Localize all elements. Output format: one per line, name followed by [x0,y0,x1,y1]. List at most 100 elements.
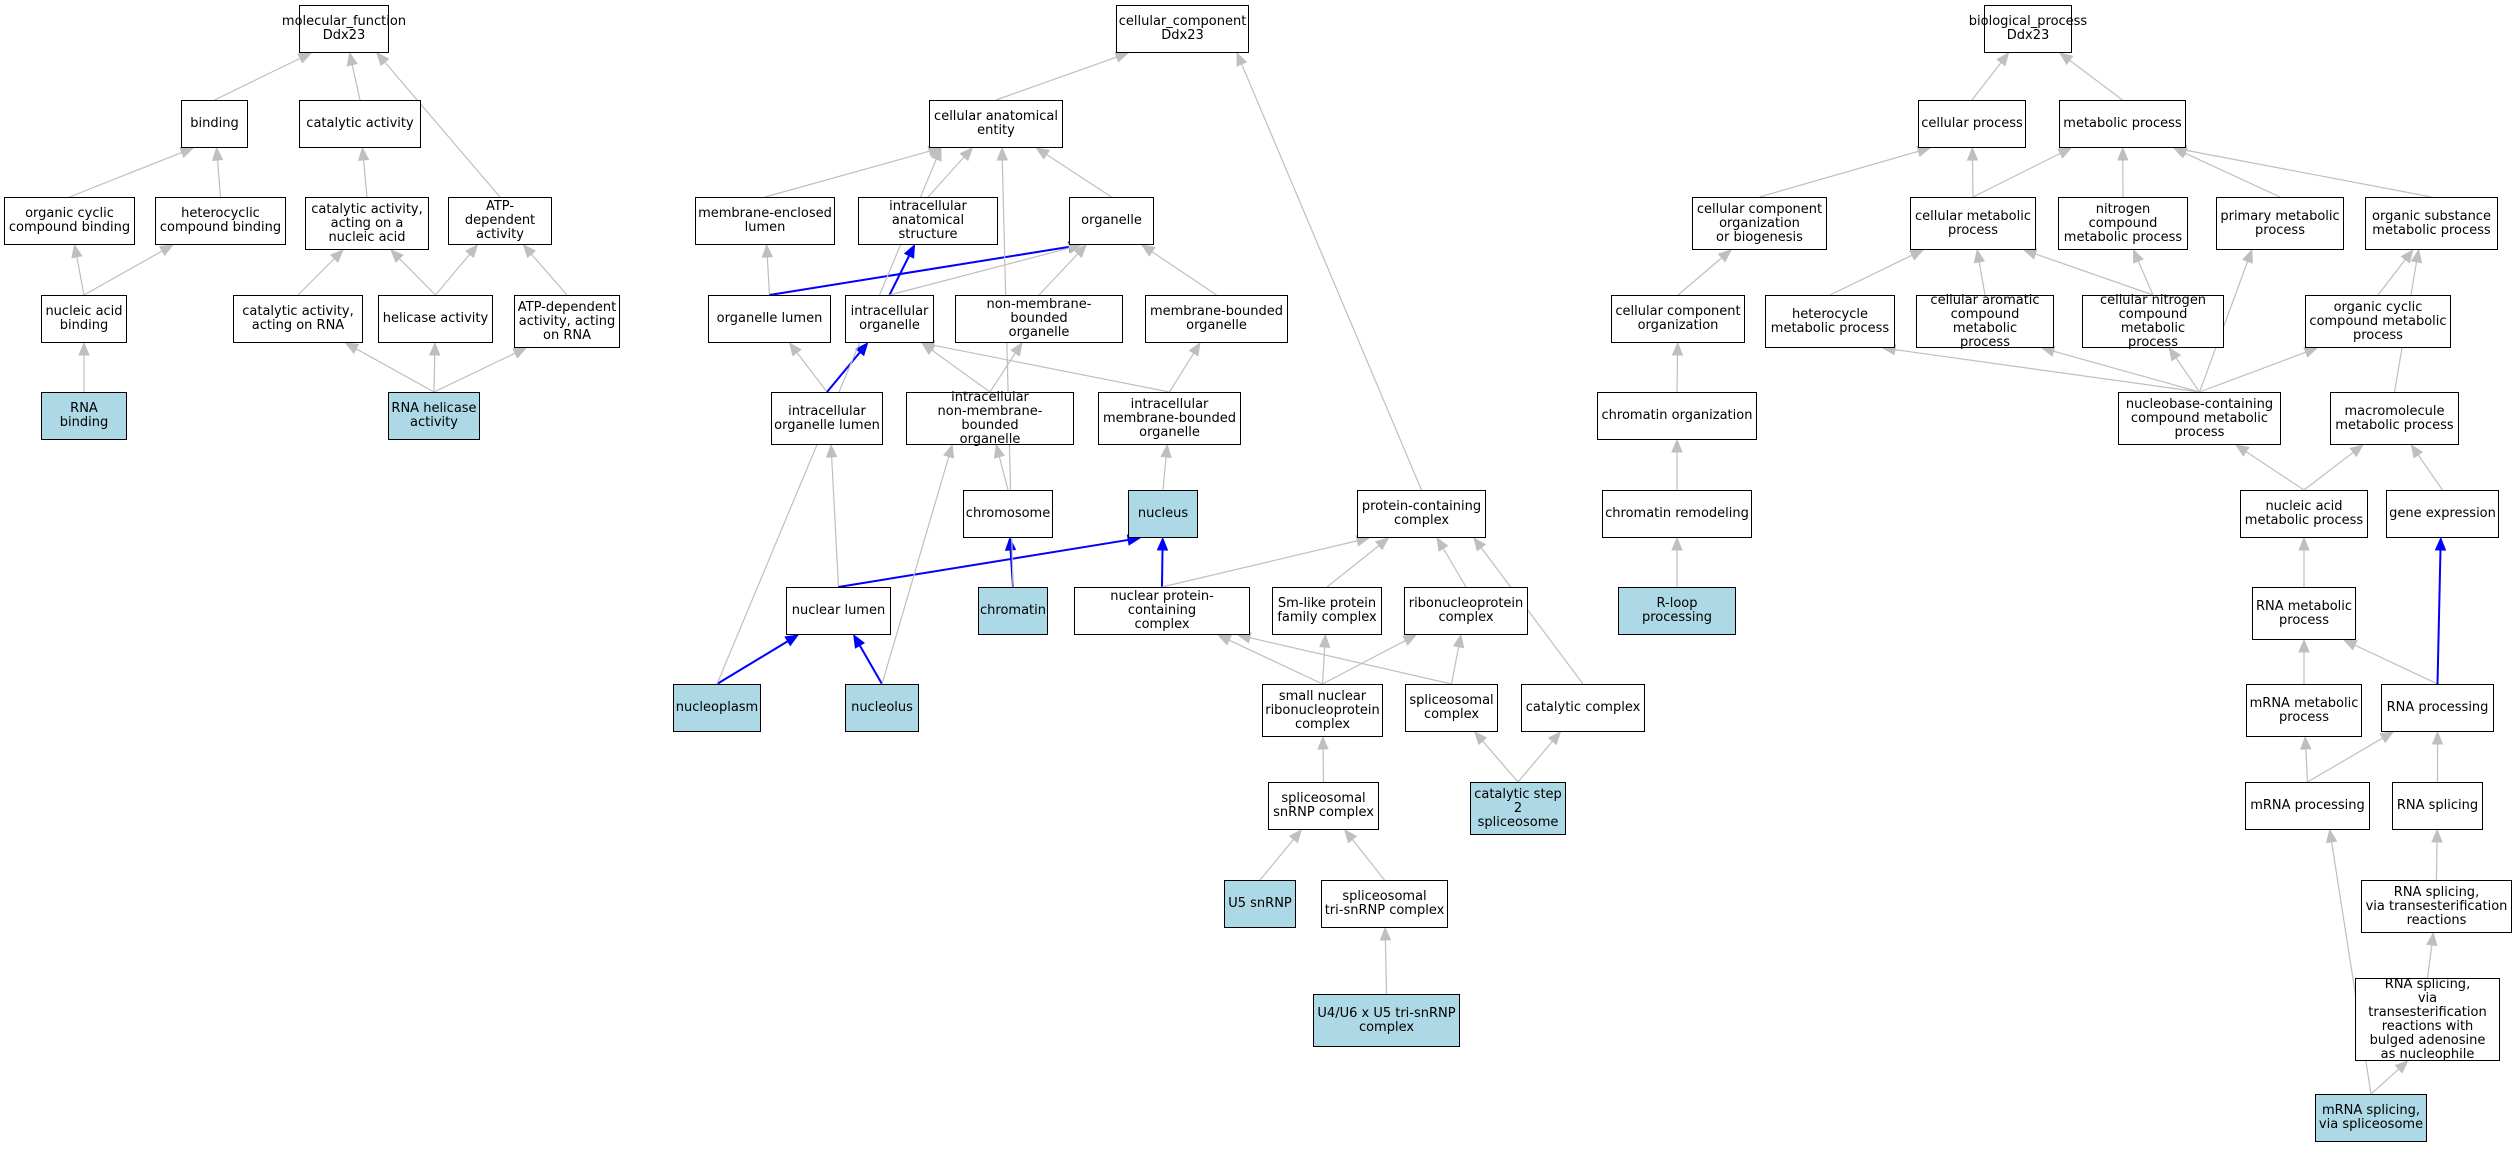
edge-arrowhead-ias-to-cae [959,147,974,162]
edge-arrowhead-splc-to-rnp [1452,633,1465,649]
edge-arrowhead-canuc-to-catalytic [357,146,370,161]
node-mrna-processing[interactable]: mRNA processing [2245,782,2370,830]
node-gene-expression[interactable]: gene expression [2386,490,2499,538]
node-membrane-enclosed-lumen[interactable]: membrane-enclosed lumen [695,197,835,245]
node-u4-u6-x-u5-tri-snrnp-complex[interactable]: U4/U6 x U5 tri-snRNP complex [1313,994,1460,1047]
node-spliceosomal-tri-snrnp-complex[interactable]: spliceosomal tri-snRNP complex [1321,880,1448,928]
node-cellular-component-organization[interactable]: cellular component organization [1611,295,1745,343]
node-heterocycle-metabolic-process[interactable]: heterocycle metabolic process [1765,295,1895,348]
node-protein-containing-complex[interactable]: protein-containing complex [1357,490,1486,538]
node-heterocyclic-compound-binding[interactable]: heterocyclic compound binding [155,197,286,245]
edge-tri-to-ssnrnp [1351,839,1385,881]
node-cellular-nitrogen-compound-metabolic-process[interactable]: cellular nitrogen compound metabolic pro… [2082,293,2224,349]
node-cellular-metabolic-process[interactable]: cellular metabolic process [1910,197,2036,250]
node-macromolecule-metabolic-process[interactable]: macromolecule metabolic process [2330,392,2459,445]
edge-inmbo-to-nmbo [989,352,1016,393]
node-nucleus[interactable]: nucleus [1128,490,1198,538]
node-catalytic-activity-nucleic-acid[interactable]: catalytic activity, acting on a nucleic … [305,197,429,250]
node-catalytic-activity[interactable]: catalytic activity [299,100,421,148]
edge-u4u6-to-tri [1384,939,1388,995]
node-cellular-process[interactable]: cellular process [1918,100,2026,148]
edge-u5-to-ssnrnp [1259,838,1295,881]
node-chromatin[interactable]: chromatin [978,587,1048,635]
node-atp-dependent-rna[interactable]: ATP-dependent activity, acting on RNA [514,295,620,348]
node-intracellular-membrane-bounded-organelle[interactable]: intracellular membrane-bounded organelle [1098,392,1241,445]
node-mrna-splicing-via-spliceosome[interactable]: mRNA splicing, via spliceosome [2315,1094,2427,1142]
node-rna-helicase-activity[interactable]: RNA helicase activity [388,392,480,440]
node-sm-like-protein-family-complex[interactable]: Sm-like protein family complex [1272,587,1382,635]
edge-arrowhead-ocb-to-binding [179,147,195,158]
node-intracellular-anatomical-structure[interactable]: intracellular anatomical structure [858,197,998,245]
node-molecular-function-root[interactable]: molecular_function Ddx23 [282,5,406,53]
node-spliceosomal-complex[interactable]: spliceosomal complex [1405,684,1498,732]
node-atp-dependent-activity[interactable]: ATP-dependent activity [448,197,552,245]
node-cellular-component-root[interactable]: cellular_component Ddx23 [1116,5,1249,53]
edge-gexp-to-macro [2417,454,2443,491]
node-catalytic-step-2-spliceosome[interactable]: catalytic step 2 spliceosome [1470,782,1566,835]
node-organic-cyclic-compound-metabolic-process[interactable]: organic cyclic compound metabolic proces… [2305,295,2451,348]
node-rna-splicing[interactable]: RNA splicing [2392,782,2483,830]
edge-mrnaspl-to-rnasplb [2370,1068,2400,1095]
node-nuclear-lumen[interactable]: nuclear lumen [786,587,891,635]
node-organelle-lumen[interactable]: organelle lumen [708,295,831,343]
node-organelle[interactable]: organelle [1069,197,1154,245]
node-nuclear-protein-containing-complex[interactable]: nuclear protein-containing complex [1074,587,1250,635]
node-organic-cyclic-compound-binding[interactable]: organic cyclic compound binding [4,197,135,245]
node-membrane-bounded-organelle[interactable]: membrane-bounded organelle [1145,295,1288,343]
edge-arrowhead-helicase-to-canuc [390,249,404,263]
node-helicase-activity[interactable]: helicase activity [378,295,493,343]
node-rna-binding[interactable]: RNA binding [41,392,127,440]
node-spliceosomal-snrnp-complex[interactable]: spliceosomal snRNP complex [1268,782,1379,830]
node-cellular-aromatic-compound-metabolic-process[interactable]: cellular aromatic compound metabolic pro… [1916,293,2054,349]
node-chromatin-remodeling[interactable]: chromatin remodeling [1602,490,1752,538]
node-rna-splicing-via-transesterification[interactable]: RNA splicing, via transesterification re… [2361,880,2512,933]
edge-splc-to-npcc [1249,637,1452,685]
node-intracellular-organelle[interactable]: intracellular organelle [845,295,934,343]
edge-arrowhead-carna-to-canuc [329,249,344,263]
node-catalytic-activity-rna[interactable]: catalytic activity, acting on RNA [233,295,363,343]
node-intracellular-non-membrane-bounded-organelle[interactable]: intracellular non-membrane-bounded organ… [906,390,1074,446]
edge-rnahel-to-atprna [433,352,516,393]
edge-arrowhead-nucleolus-to-nlumen [853,633,866,649]
node-biological-process-root[interactable]: biological_process Ddx23 [1969,5,2087,53]
node-chromatin-organization[interactable]: chromatin organization [1597,392,1757,440]
node-nucleic-acid-binding[interactable]: nucleic acid binding [41,295,127,343]
node-nucleolus[interactable]: nucleolus [845,684,919,732]
node-chromosome[interactable]: chromosome [963,490,1053,538]
edge-organelle-to-cae [1046,154,1112,198]
node-catalytic-complex[interactable]: catalytic complex [1521,684,1645,732]
edge-arrowhead-pcc-to-cc [1236,51,1248,67]
node-binding[interactable]: binding [181,100,248,148]
node-rna-metabolic-process[interactable]: RNA metabolic process [2252,587,2356,640]
node-nucleoplasm[interactable]: nucleoplasm [673,684,761,732]
node-rna-splicing-bulged-adenosine[interactable]: RNA splicing, via transesterification re… [2355,977,2500,1061]
node-nucleobase-containing-compound-metabolic-process[interactable]: nucleobase-containing compound metabolic… [2118,392,2281,445]
node-mrna-metabolic-process[interactable]: mRNA metabolic process [2246,684,2362,737]
node-non-membrane-bounded-organelle[interactable]: non-membrane-bounded organelle [955,295,1123,343]
node-cellular-component-organization-or-biogenesis[interactable]: cellular component organization or bioge… [1692,197,1827,250]
edge-arrowhead-chrrem-to-chrorg [1671,438,1683,453]
edge-arrowhead-rnaproc-to-gexp [2434,536,2447,551]
node-metabolic-process[interactable]: metabolic process [2059,100,2186,148]
node-nucleic-acid-metabolic-process[interactable]: nucleic acid metabolic process [2240,490,2368,538]
edge-cs2-to-catcx [1517,740,1553,783]
edge-rnahel-to-carna [355,348,435,393]
node-intracellular-organelle-lumen[interactable]: intracellular organelle lumen [771,392,883,445]
node-small-nuclear-ribonucleoprotein-complex[interactable]: small nuclear ribonucleoprotein complex [1262,684,1383,737]
node-r-loop-processing[interactable]: R-loop processing [1618,587,1736,635]
edge-arrowhead-rnahel-to-carna [344,342,360,355]
node-nitrogen-compound-metabolic-process[interactable]: nitrogen compound metabolic process [2058,197,2188,250]
edge-rnp-to-pcc [1442,548,1467,588]
edge-ocb-to-binding [69,151,183,198]
edge-arrowhead-cco-to-ccob [1717,249,1732,263]
edge-arrowhead-nab-to-hcb [158,244,174,257]
node-cellular-anatomical-entity[interactable]: cellular anatomical entity [929,100,1063,148]
edge-arrowhead-nucleoplasm-to-nlumen [784,634,800,647]
node-organic-substance-metabolic-process[interactable]: organic substance metabolic process [2365,197,2498,250]
edge-arrowhead-binding-to-mf [297,52,313,64]
node-ribonucleoprotein-complex[interactable]: ribonucleoprotein complex [1404,587,1528,635]
node-u5-snrnp[interactable]: U5 snRNP [1224,880,1296,928]
node-primary-metabolic-process[interactable]: primary metabolic process [2216,197,2344,250]
node-rna-processing[interactable]: RNA processing [2381,684,2494,732]
